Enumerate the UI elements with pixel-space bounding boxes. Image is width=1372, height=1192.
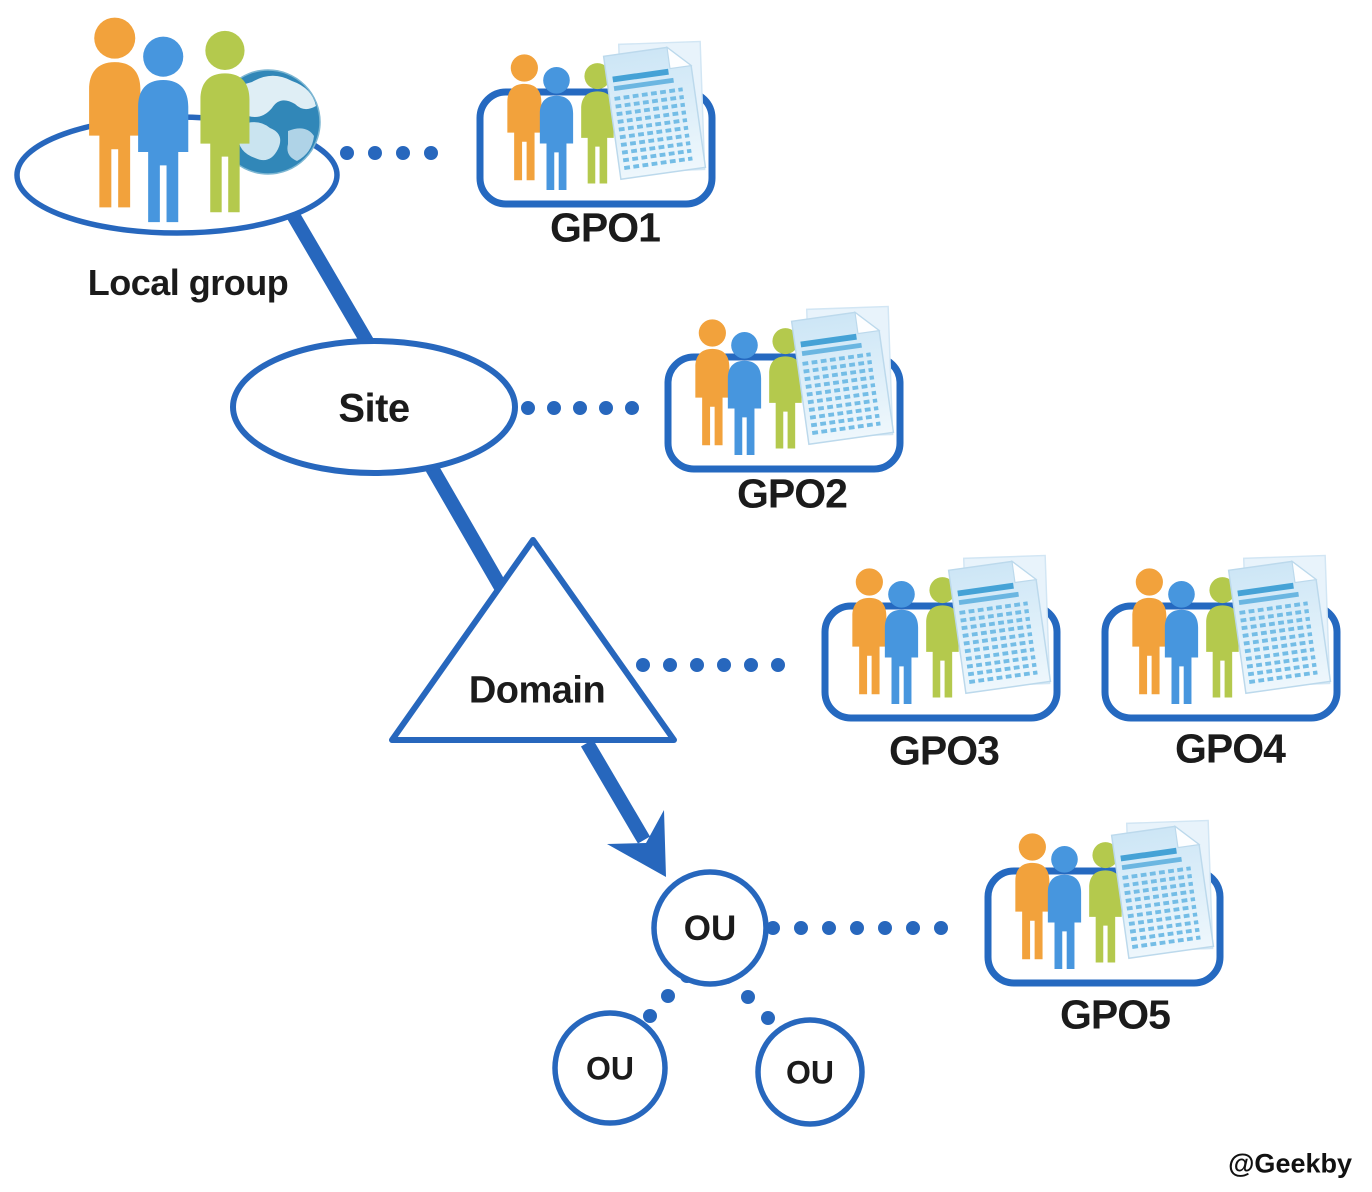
local-group-label: Local group <box>87 262 289 303</box>
gpo1-label: GPO1 <box>550 204 661 251</box>
gpo4-box <box>1105 547 1343 718</box>
domain-label: Domain <box>468 669 606 712</box>
ou-child-left-label: OU <box>586 1050 634 1087</box>
ou-child-right-label: OU <box>786 1054 834 1091</box>
watermark-credit: @Geekby <box>1228 1148 1352 1179</box>
domain-triangle <box>389 537 677 743</box>
gpo5-label: GPO5 <box>1060 991 1171 1038</box>
gpo5-box <box>988 812 1226 983</box>
ou-child-right-circle <box>755 1017 865 1127</box>
site-label: Site <box>338 386 410 431</box>
site-ellipse <box>230 338 518 476</box>
arrow-domain-to-ou <box>580 739 651 844</box>
gpo1-box <box>480 33 718 204</box>
gpo4-label: GPO4 <box>1175 725 1286 772</box>
arrow-localgroup-to-site <box>286 211 379 354</box>
gpo2-label: GPO2 <box>737 470 848 517</box>
ou-child-left-circle <box>552 1010 668 1126</box>
gpo3-box <box>825 547 1063 718</box>
gpo3-label: GPO3 <box>889 727 1000 774</box>
ou-circle <box>651 869 769 987</box>
ou-label: OU <box>683 909 737 948</box>
dotted-links <box>340 146 976 935</box>
gpo2-box <box>668 298 906 469</box>
arrowhead-icon <box>607 810 666 877</box>
